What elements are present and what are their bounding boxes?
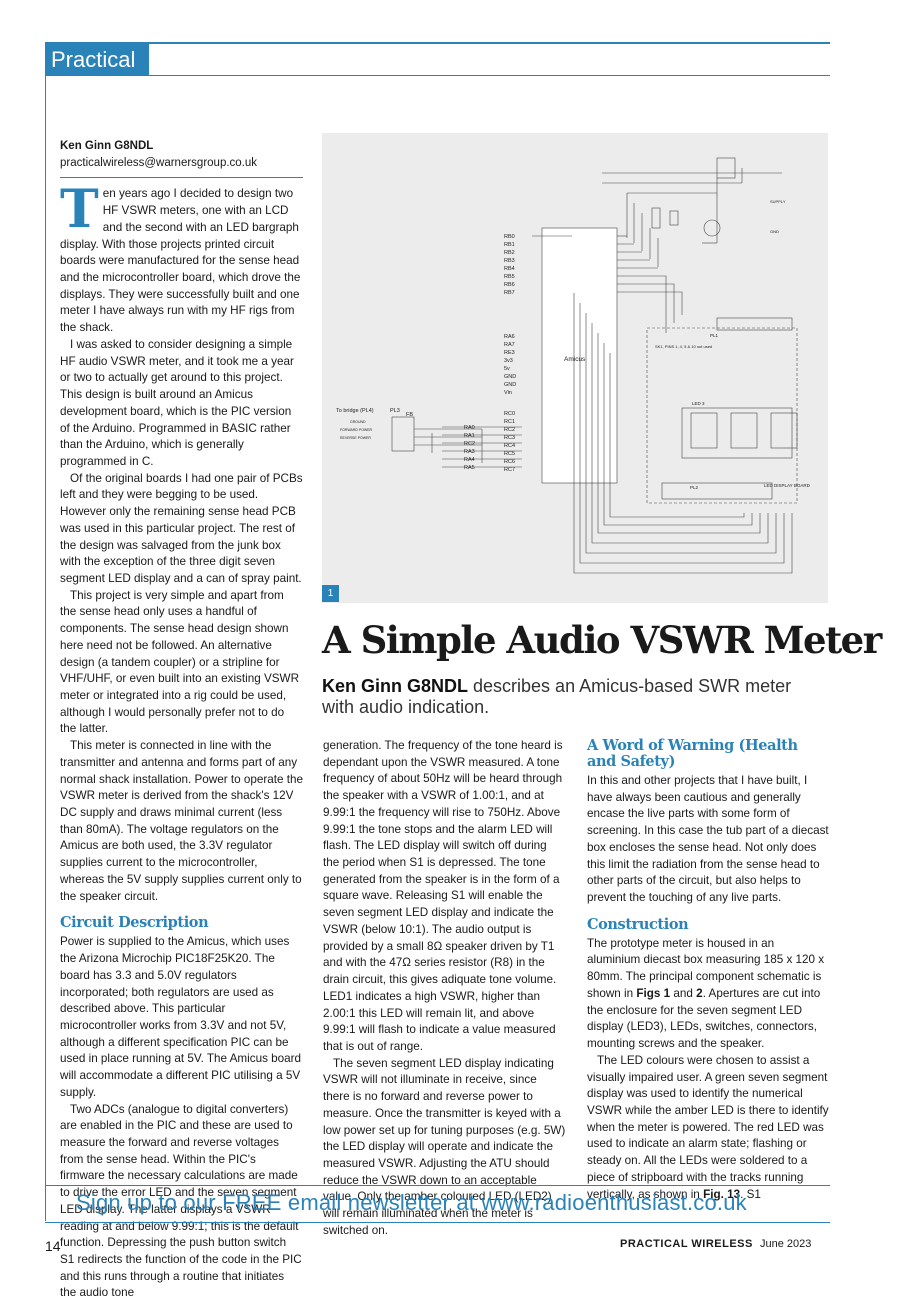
subheading-construction: Construction [587,915,689,933]
label-pl1: PL1 [710,333,719,338]
paragraph: The prototype meter is housed in an alum… [587,936,825,1051]
paragraph: Of the original boards I had one pair of… [60,471,303,585]
paragraph: In this and other projects that I have b… [587,774,829,905]
label-gnd: GND [770,229,779,234]
pin-rc1: RC1 [504,419,515,425]
header-rule [45,42,830,44]
label-pl2: PL2 [690,485,699,490]
pin-rc4: RC4 [504,443,515,449]
paragraph: I was asked to consider designing a simp… [60,337,294,468]
paragraph: generation. The frequency of the tone he… [323,739,563,1053]
subheading-circuit-description: Circuit Description [60,914,209,932]
pin-rc2b: RC2 [464,441,475,447]
label-supply: SUPPLY [770,199,786,204]
pin-ra5: RA5 [464,465,475,471]
pin-ra1: RA1 [464,433,475,439]
label-led3: LED 3 [692,401,705,406]
column-3: A Word of Warning (Health and Safety) In… [587,738,830,1203]
header-underline [149,75,830,76]
pin-ra3: RA3 [464,449,475,455]
pin-rb2: RB2 [504,250,515,256]
paragraph: The LED colours were chosen to assist a … [587,1053,829,1201]
pin-gnd2: GND [504,382,516,388]
page-number: 14 [45,1238,61,1254]
paragraph: Power is supplied to the Amicus, which u… [60,935,302,1099]
pin-rb3: RB3 [504,258,515,264]
standfirst-text: describes an Amicus-based SWR meter with… [322,676,792,717]
paragraph: This project is very simple and apart fr… [60,588,300,736]
byline-author: Ken Ginn G8NDL [60,140,154,152]
paragraph: The seven segment LED display indicating… [323,1056,566,1237]
schematic-figure: Amicus RB0 RB1 RB2 RB3 RB4 RB5 RB6 RB7 R… [322,133,828,603]
column-1: Ken Ginn G8NDL practicalwireless@warners… [60,138,303,1302]
pin-rb4: RB4 [504,266,515,272]
pin-rc3: RC3 [504,435,515,441]
bridge-pin-forward: FORWARD POWER [340,428,373,432]
byline-email: practicalwireless@warnersgroup.co.uk [60,155,303,179]
standfirst: Ken Ginn G8NDL describes an Amicus-based… [322,676,812,718]
column-2: generation. The frequency of the tone he… [323,738,566,1240]
pin-rc5: RC5 [504,451,515,457]
pin-ra0: RA0 [464,425,475,431]
pin-rb0: RB0 [504,234,515,240]
standfirst-author: Ken Ginn G8NDL [322,676,469,696]
label-led-board: LED DISPLAY BOARD [764,483,811,488]
pin-ra4: RA4 [464,457,475,463]
pin-gnd1: GND [504,374,516,380]
pin-rc7: RC7 [504,467,515,473]
bridge-pin-ground: GROUND [350,420,366,424]
pin-rb1: RB1 [504,242,515,248]
bridge-pin-reverse: REVERSE POWER [340,436,371,440]
schematic-diagram: Amicus RB0 RB1 RB2 RB3 RB4 RB5 RB6 RB7 R… [336,157,811,574]
pin-rb7: RB7 [504,290,515,296]
magazine-footer: PRACTICAL WIRELESS June 2023 [620,1238,812,1250]
section-tab: Practical [45,43,149,76]
label-bridge: To bridge (PL4) [336,408,374,414]
label-sk-note: SK1, PINS 1, 4, 5 & 10 not used [655,344,712,349]
pin-re3: RE3 [504,350,515,356]
pin-ra7: RA7 [504,342,515,348]
footer-banner [45,1185,830,1223]
drop-cap: T [60,179,99,241]
pin-ra6: RA6 [504,334,515,340]
label-fb: FB [406,412,413,418]
label-amicus: Amicus [564,356,586,363]
pin-rb5: RB5 [504,274,515,280]
pin-3v3: 3v3 [504,358,513,364]
pin-rc2: RC2 [504,427,515,433]
paragraph: This meter is connected in line with the… [60,739,303,903]
pin-5v: 5v [504,366,510,372]
article-title: A Simple Audio VSWR Meter [322,618,882,662]
pin-vin: Vin [504,390,512,396]
label-pl3: PL3 [390,408,400,414]
pin-rb6: RB6 [504,282,515,288]
page-frame-left [45,43,46,1221]
subheading-warning: A Word of Warning (Health and Safety) [587,737,798,770]
figure-number: 1 [322,585,339,602]
newsletter-link[interactable]: Sign up to our FREE email newsletter at … [76,1190,747,1215]
pin-rc6: RC6 [504,459,515,465]
pin-rc0: RC0 [504,411,515,417]
